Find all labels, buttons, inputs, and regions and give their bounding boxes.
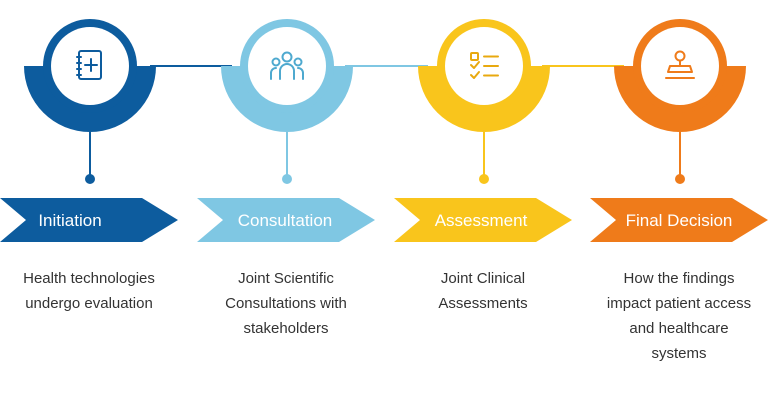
step-final-decision-arrow (590, 198, 768, 242)
step-consultation-inner-circle (248, 27, 326, 105)
step-assessment-label: Assessment (435, 211, 528, 230)
step-initiation-label: Initiation (38, 211, 101, 230)
description-line: Health technologies (23, 270, 155, 287)
checklist-icon (470, 52, 499, 79)
description-line: undergo evaluation (25, 295, 153, 312)
description-line: Assessments (438, 295, 528, 312)
description-line: stakeholders (243, 320, 329, 337)
description-line: Joint Clinical (440, 270, 526, 287)
step-final-decision-dot (675, 174, 685, 184)
description-line: systems (651, 345, 707, 362)
step-consultation-dot (282, 174, 292, 184)
medical-notebook-icon (76, 50, 102, 80)
step-initiation: Initiation (0, 19, 178, 242)
people-group-icon (270, 51, 304, 80)
description-line: Joint Scientific (238, 270, 334, 287)
step-consultation-label: Consultation (238, 211, 333, 230)
step-assessment: Assessment (394, 19, 572, 242)
step-consultation-arrow (197, 198, 375, 242)
step-initiation-dot (85, 174, 95, 184)
step-final-decision: Final Decision (590, 19, 768, 242)
description-line: impact patient access (606, 295, 752, 312)
step-initiation-arrow (0, 198, 178, 242)
step-final-decision-label: Final Decision (626, 211, 733, 230)
step-consultation: Consultation (197, 19, 375, 242)
step-consultation-description: Joint Scientific Consultations with stak… (191, 266, 381, 341)
step-assessment-arrow (394, 198, 572, 242)
step-assessment-description: Joint Clinical Assessments (388, 266, 578, 316)
description-line: Consultations with (225, 295, 347, 312)
step-initiation-description: Health technologies undergo evaluation (0, 266, 184, 316)
step-assessment-dot (479, 174, 489, 184)
description-line: and healthcare (629, 320, 729, 337)
stamp-icon (665, 50, 695, 79)
description-line: How the findings (623, 270, 735, 287)
step-final-decision-description: How the findings impact patient access a… (584, 266, 768, 366)
